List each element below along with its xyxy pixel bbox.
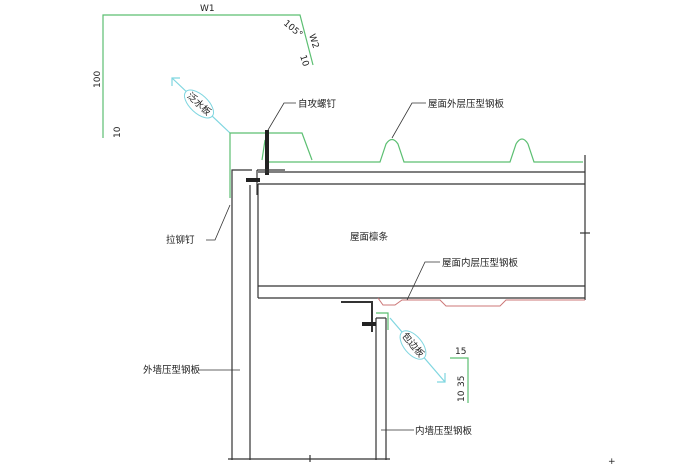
self-tapping-screw-icon: [246, 130, 285, 195]
roof-purlin: [257, 155, 590, 300]
dim-15: 15: [455, 347, 466, 357]
roof-outer-panel-label: 屋面外层压型钢板: [428, 98, 505, 110]
dim-w1: W1: [200, 4, 215, 14]
dim-35: 35: [457, 376, 467, 387]
inner-wall-panel: [341, 301, 389, 460]
roof-inner-panel: [377, 297, 585, 307]
self-tapping-screw-label: 自攻螺钉: [298, 98, 337, 110]
flashing-installed: [229, 132, 313, 198]
inner-wall-panel-label: 内墙压型钢板: [415, 425, 473, 437]
dim-10: 10: [457, 390, 467, 402]
dim-end-10-top: 10: [297, 54, 310, 68]
roof-inner-panel-label: 屋面内层压型钢板: [442, 257, 519, 269]
flashing-callout: 泛水板: [171, 77, 231, 134]
plus-mark: +: [608, 457, 616, 466]
roof-purlin-label: 屋面檩条: [350, 231, 389, 243]
edge-trim-profile-detail: 15 35 10: [450, 347, 469, 403]
outer-wall-panel-label: 外墙压型钢板: [143, 364, 201, 376]
dim-end-10-left: 10: [113, 126, 123, 138]
dim-angle: 105°: [281, 19, 304, 41]
edge-trim-callout: 包边板: [389, 317, 446, 383]
blind-rivet-label: 拉铆钉: [166, 234, 195, 246]
dim-height-100: 100: [93, 71, 103, 88]
roof-outer-panel: [261, 138, 583, 163]
flashing-profile-line: [102, 14, 314, 138]
outer-wall-panel: [228, 169, 390, 462]
dim-w2: W2: [306, 33, 320, 50]
